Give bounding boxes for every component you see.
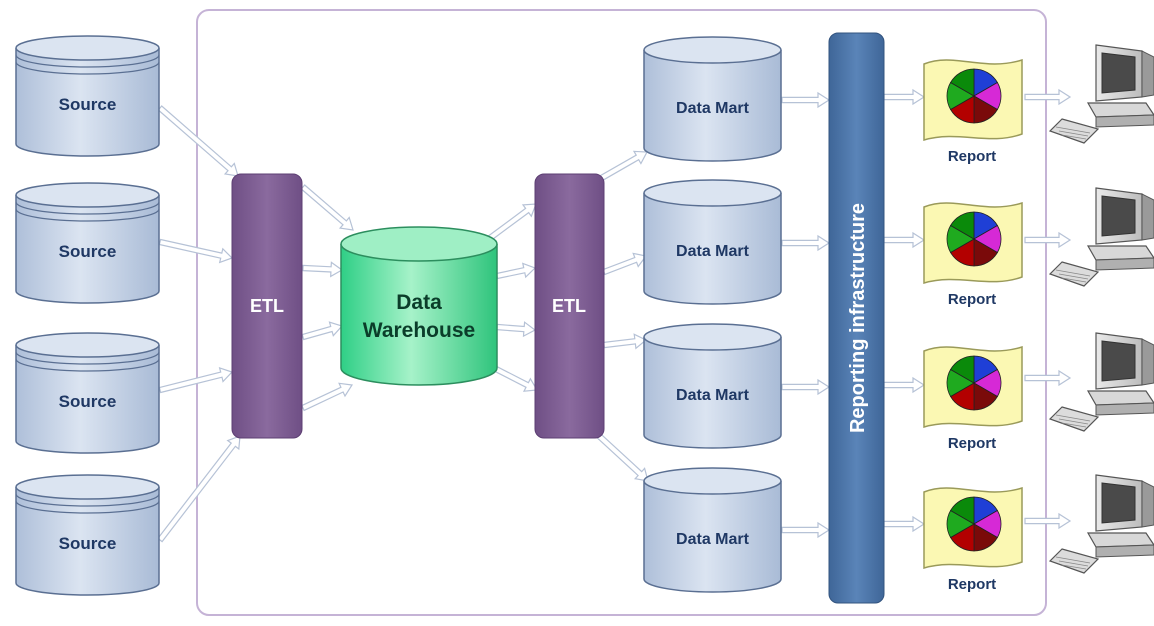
- arrow-mart-reporting-2: [781, 234, 831, 252]
- report-1: Report: [923, 58, 1023, 165]
- computer-icon: [1048, 187, 1154, 287]
- arrow-report-computer-4: [1024, 512, 1072, 530]
- reporting-infrastructure-bar: Reporting infrastructure: [828, 32, 885, 604]
- arrow-report-computer-3: [1024, 369, 1072, 387]
- report-4: Report: [923, 486, 1023, 593]
- pie-chart-icon: [946, 355, 1002, 411]
- arrow-source1-etl: [157, 105, 239, 177]
- arrow-source2-etl: [158, 238, 234, 264]
- arrow-etl-mart-4: [595, 432, 649, 482]
- source-cylinder-4-label: Source: [59, 534, 117, 553]
- arrow-reporting-report-1: [883, 88, 926, 106]
- warehouse-label-line1: Data: [396, 291, 442, 314]
- etl-left-box: ETL: [231, 173, 303, 439]
- report-2: Report: [923, 201, 1023, 308]
- data-mart-cylinder-1-label: Data Mart: [676, 100, 750, 117]
- data-mart-cylinder-3-label: Data Mart: [676, 387, 750, 404]
- arrow-report-computer-2: [1024, 231, 1072, 249]
- source-cylinder-2: Source: [15, 182, 160, 304]
- data-mart-cylinder-2: Data Mart: [643, 179, 782, 305]
- source-cylinder-1: Source: [15, 35, 160, 157]
- data-mart-cylinder-4: Data Mart: [643, 467, 782, 593]
- arrow-reporting-report-3: [883, 376, 926, 394]
- computer-group: [1048, 44, 1154, 574]
- computer-icon: [1048, 474, 1154, 574]
- arrow-source4-etl: [157, 435, 241, 543]
- arrow-source3-etl: [158, 366, 234, 394]
- data-mart-cylinder-3: Data Mart: [643, 323, 782, 449]
- arrow-etl-dw-2: [302, 261, 344, 278]
- etl-right-label: ETL: [552, 296, 586, 316]
- source-cylinder-4: Source: [15, 474, 160, 596]
- report-label: Report: [948, 291, 996, 308]
- warehouse-label-line2: Warehouse: [363, 319, 475, 342]
- arrow-mart-reporting-1: [781, 91, 831, 109]
- source-cylinder-3: Source: [15, 332, 160, 454]
- pie-chart-icon: [946, 496, 1002, 552]
- data-mart-cylinder-1: Data Mart: [643, 36, 782, 162]
- etl-left-label: ETL: [250, 296, 284, 316]
- arrow-dw-etl-2: [495, 262, 537, 280]
- arrow-etl-dw-1: [300, 184, 354, 231]
- arrow-etl-mart-1: [595, 150, 648, 184]
- source-cylinder-1-label: Source: [59, 95, 117, 114]
- report-label: Report: [948, 435, 996, 452]
- data-warehouse-cylinder: Data Warehouse: [340, 226, 498, 386]
- source-cylinder-2-label: Source: [59, 242, 117, 261]
- pie-chart-icon: [946, 68, 1002, 124]
- reporting-label: Reporting infrastructure: [847, 203, 869, 433]
- arrow-dw-etl-1: [487, 203, 537, 241]
- arrow-reporting-report-4: [883, 515, 926, 533]
- arrow-etl-dw-4: [301, 382, 354, 412]
- arrow-mart-reporting-3: [781, 378, 831, 396]
- etl-right-box: ETL: [534, 173, 605, 439]
- arrow-etl-dw-3: [301, 321, 344, 341]
- report-3: Report: [923, 345, 1023, 452]
- source-cylinder-3-label: Source: [59, 392, 117, 411]
- arrow-dw-etl-4: [491, 364, 538, 392]
- arrow-reporting-report-2: [883, 231, 926, 249]
- report-label: Report: [948, 576, 996, 593]
- flow-arrows: [157, 88, 1072, 543]
- data-mart-cylinder-2-label: Data Mart: [676, 243, 750, 260]
- arrow-mart-reporting-4: [781, 521, 831, 539]
- report-label: Report: [948, 148, 996, 165]
- computer-icon: [1048, 44, 1154, 144]
- arrow-dw-etl-3: [496, 321, 537, 338]
- data-mart-cylinder-4-label: Data Mart: [676, 531, 750, 548]
- arrow-etl-mart-3: [603, 333, 648, 350]
- arrow-report-computer-1: [1024, 88, 1072, 106]
- computer-icon: [1048, 332, 1154, 432]
- arrow-etl-mart-2: [602, 252, 648, 276]
- pie-chart-icon: [946, 211, 1002, 267]
